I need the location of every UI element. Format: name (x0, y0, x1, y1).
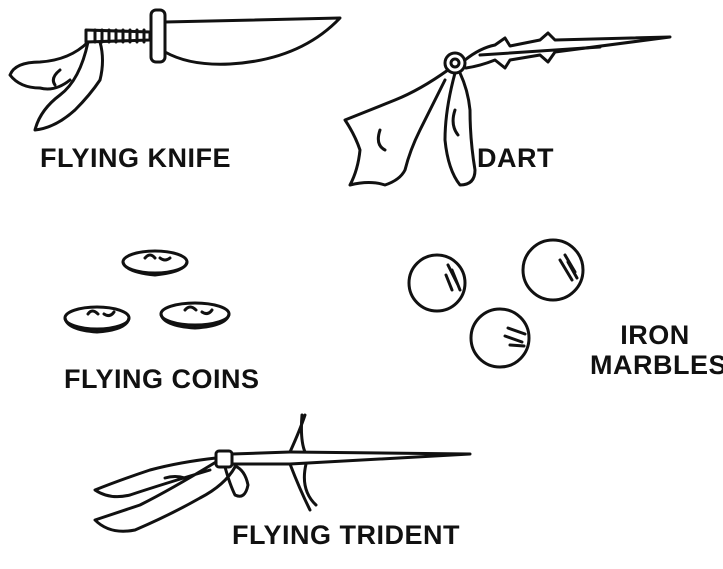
flying-coins-label: FLYING COINS (64, 364, 260, 394)
flying-coins-drawing (63, 249, 231, 334)
flying-trident-drawing (93, 413, 472, 533)
iron-marbles-label-line1: IRON (620, 320, 690, 350)
iron-marbles-label-line2: MARBLES (590, 350, 723, 380)
dart-label: DART (477, 143, 554, 173)
iron-marbles-drawing (407, 238, 585, 369)
flying-knife-drawing (8, 8, 342, 132)
flying-knife-label: FLYING KNIFE (40, 143, 232, 173)
dart-drawing (343, 31, 672, 187)
flying-trident-label: FLYING TRIDENT (232, 520, 461, 550)
